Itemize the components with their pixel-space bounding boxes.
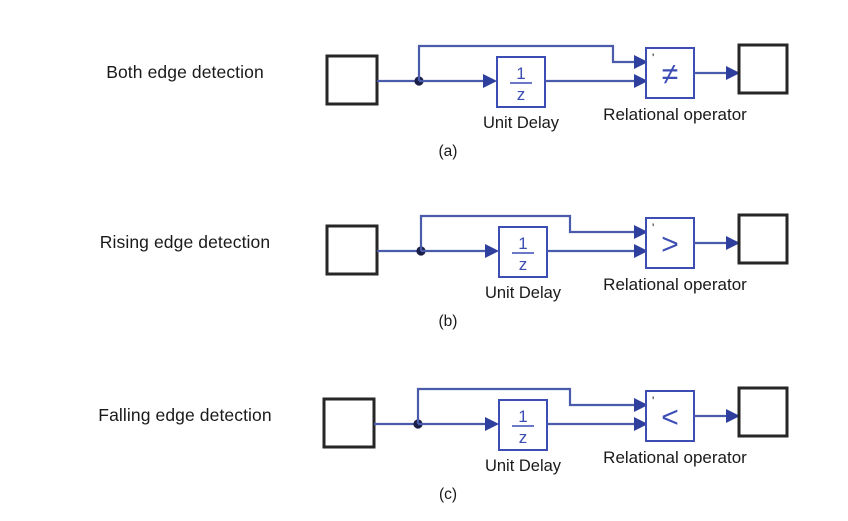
unit-delay-numerator: 1 [518,234,527,253]
wire-feedback-top [417,44,636,81]
output-block [737,213,789,265]
figure-row-c: Falling edge detection 1 z ' < Unit Dela… [0,343,848,513]
block-diagram-b: 1 z ' > Unit Delay Relational operator [0,170,848,340]
unit-delay-label: Unit Delay [485,284,562,302]
unit-delay-block [498,226,548,278]
input-block [325,54,379,106]
unit-delay-numerator: 1 [518,407,527,426]
output-block [737,386,789,438]
relational-operator-label: Relational operator [603,448,747,467]
block-diagram-a: 1 z ' ≠ Unit Delay Relational operator [0,0,848,170]
relational-operator-block [645,217,695,269]
arrowhead-output-input [726,409,740,423]
unit-delay-denominator: z [519,255,528,274]
row-label-c: Falling edge detection [98,405,272,425]
unit-delay-block [498,399,548,451]
arrowhead-output-input [726,66,740,80]
row-label-a: Both edge detection [106,62,264,82]
output-block [737,43,789,95]
arrowhead-unit-delay-input [483,74,497,88]
relational-operator-symbol: < [661,401,679,434]
unit-delay-label: Unit Delay [483,114,560,132]
block-diagram-c: 1 z ' < Unit Delay Relational operator [0,343,848,513]
figure-row-b: Rising edge detection 1 z ' > Unit Delay [0,170,848,340]
figure-row-a: Both edge detection 1 z ' [0,0,848,170]
relational-operator-tick: ' [652,394,654,408]
unit-delay-block [496,56,546,108]
relational-operator-label: Relational operator [603,275,747,294]
row-label-b: Rising edge detection [99,232,271,252]
arrowhead-unit-delay-input [485,244,499,258]
arrowhead-output-input [726,236,740,250]
caption-b: (b) [438,313,458,330]
relational-operator-label: Relational operator [603,105,747,124]
relational-operator-block [645,47,695,99]
caption-c: (c) [438,486,458,503]
arrowhead-relop-bottom-input [634,417,648,431]
arrowhead-relop-top-input [634,225,648,239]
arrowhead-relop-top-input [634,55,648,69]
unit-delay-label: Unit Delay [485,457,562,475]
unit-delay-denominator: z [519,428,528,447]
relational-operator-block [645,390,695,442]
relational-operator-tick: ' [652,221,654,235]
wire-feedback-top [419,214,636,251]
caption-a: (a) [438,143,458,160]
arrowhead-relop-top-input [634,398,648,412]
relational-operator-symbol: ≠ [662,58,678,91]
arrowhead-relop-bottom-input [634,244,648,258]
wire-feedback-top [416,387,636,424]
unit-delay-numerator: 1 [516,64,525,83]
arrowhead-relop-bottom-input [634,74,648,88]
relational-operator-tick: ' [652,51,654,65]
input-block [325,224,379,276]
relational-operator-symbol: > [661,228,679,261]
unit-delay-denominator: z [517,85,526,104]
input-block [322,397,376,449]
arrowhead-unit-delay-input [485,417,499,431]
